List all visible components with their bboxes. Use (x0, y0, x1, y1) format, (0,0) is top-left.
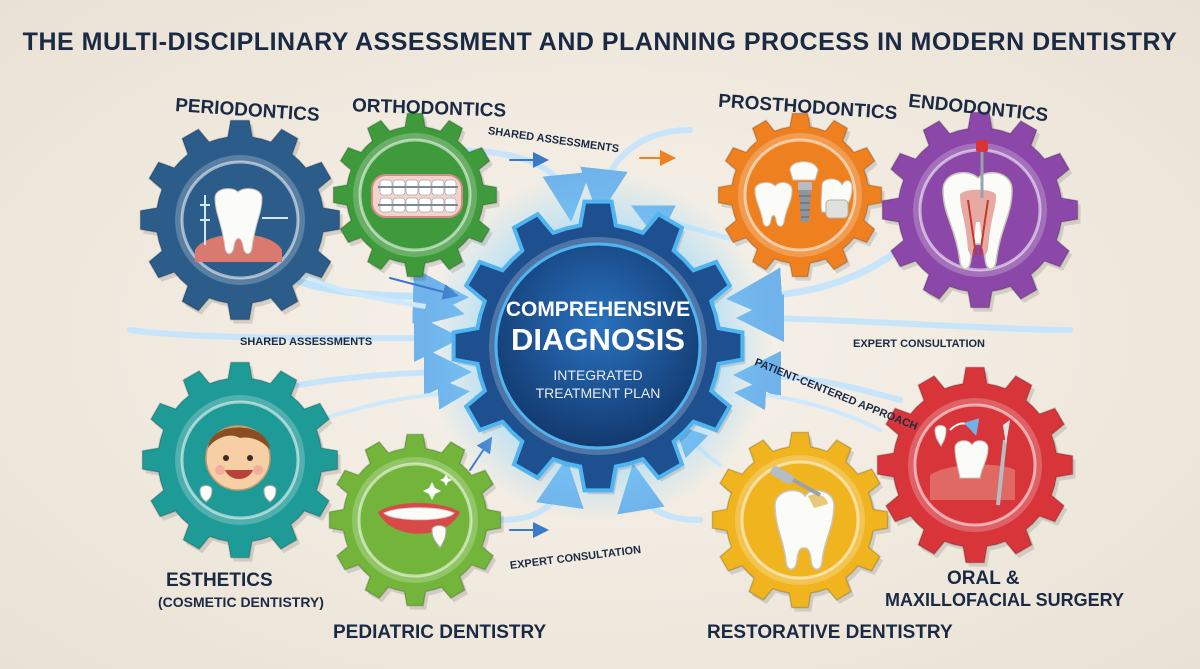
connector-label-shared-left: SHARED ASSESSMENTS (240, 336, 373, 348)
label-esthetics: ESTHETICS (166, 570, 273, 591)
center-title-line2: DIAGNOSIS (511, 322, 685, 357)
arrow-right-expert (736, 294, 1073, 343)
gear-center-diagnosis (451, 199, 746, 495)
label-oral-surgery-line2: MAXILLOFACIAL SURGERY (885, 590, 1125, 610)
braces-icon (371, 174, 463, 218)
child-face-icon (199, 425, 277, 503)
page-title: THE MULTI-DISCIPLINARY ASSESSMENT AND PL… (22, 28, 1178, 56)
implant-crown-icon (754, 161, 853, 227)
center-subtitle-line1: INTEGRATED (553, 367, 643, 383)
extraction-scalpel-icon (930, 418, 1015, 506)
label-esthetics-sub: (COSMETIC DENTISTRY) (158, 594, 324, 610)
tooth-gum-icon (195, 188, 288, 262)
center-title-line1: COMPREHENSIVE (505, 298, 691, 321)
gear-orthodontics (332, 112, 500, 281)
label-oral-surgery-line1: ORAL & (947, 568, 1020, 589)
connector-label-expert-right: EXPERT CONSULTATION (853, 338, 985, 350)
label-pediatric-dentistry: PEDIATRIC DENTISTRY (333, 622, 547, 643)
label-restorative-dentistry: RESTORATIVE DENTISTRY (707, 622, 953, 643)
smile-icon (378, 474, 460, 550)
filled-tooth-icon (770, 465, 835, 570)
arrow-left-shared (127, 314, 462, 363)
center-subtitle-line2: TREATMENT PLAN (535, 385, 661, 401)
root-canal-icon (942, 140, 1013, 270)
